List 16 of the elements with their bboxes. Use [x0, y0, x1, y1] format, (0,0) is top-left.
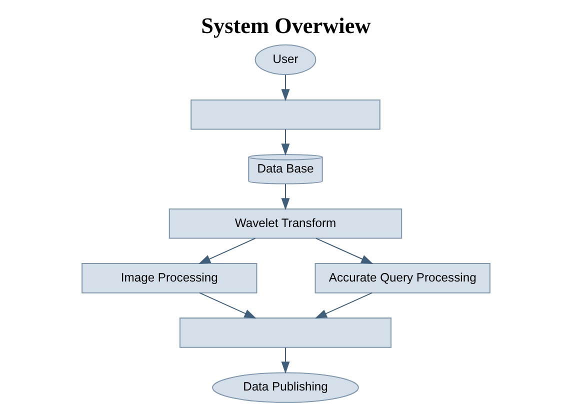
diagram-title: System Overwiew: [201, 13, 371, 38]
node-box: [179, 318, 392, 348]
node-ellipse: User: [254, 44, 316, 76]
arrow: [199, 292, 256, 319]
arrow: [198, 238, 256, 264]
node-box: Image Processing: [82, 263, 258, 294]
node-box: Wavelet Transform: [168, 208, 402, 239]
arrow: [281, 348, 290, 374]
arrow: [281, 74, 290, 102]
node-box: [190, 99, 380, 130]
arrow: [281, 129, 290, 156]
node-box: Accurate Query Processing: [314, 263, 490, 294]
arrow: [281, 184, 290, 210]
arrow: [314, 292, 372, 319]
node-ellipse: Data Publishing: [212, 372, 359, 403]
arrow: [316, 238, 374, 264]
